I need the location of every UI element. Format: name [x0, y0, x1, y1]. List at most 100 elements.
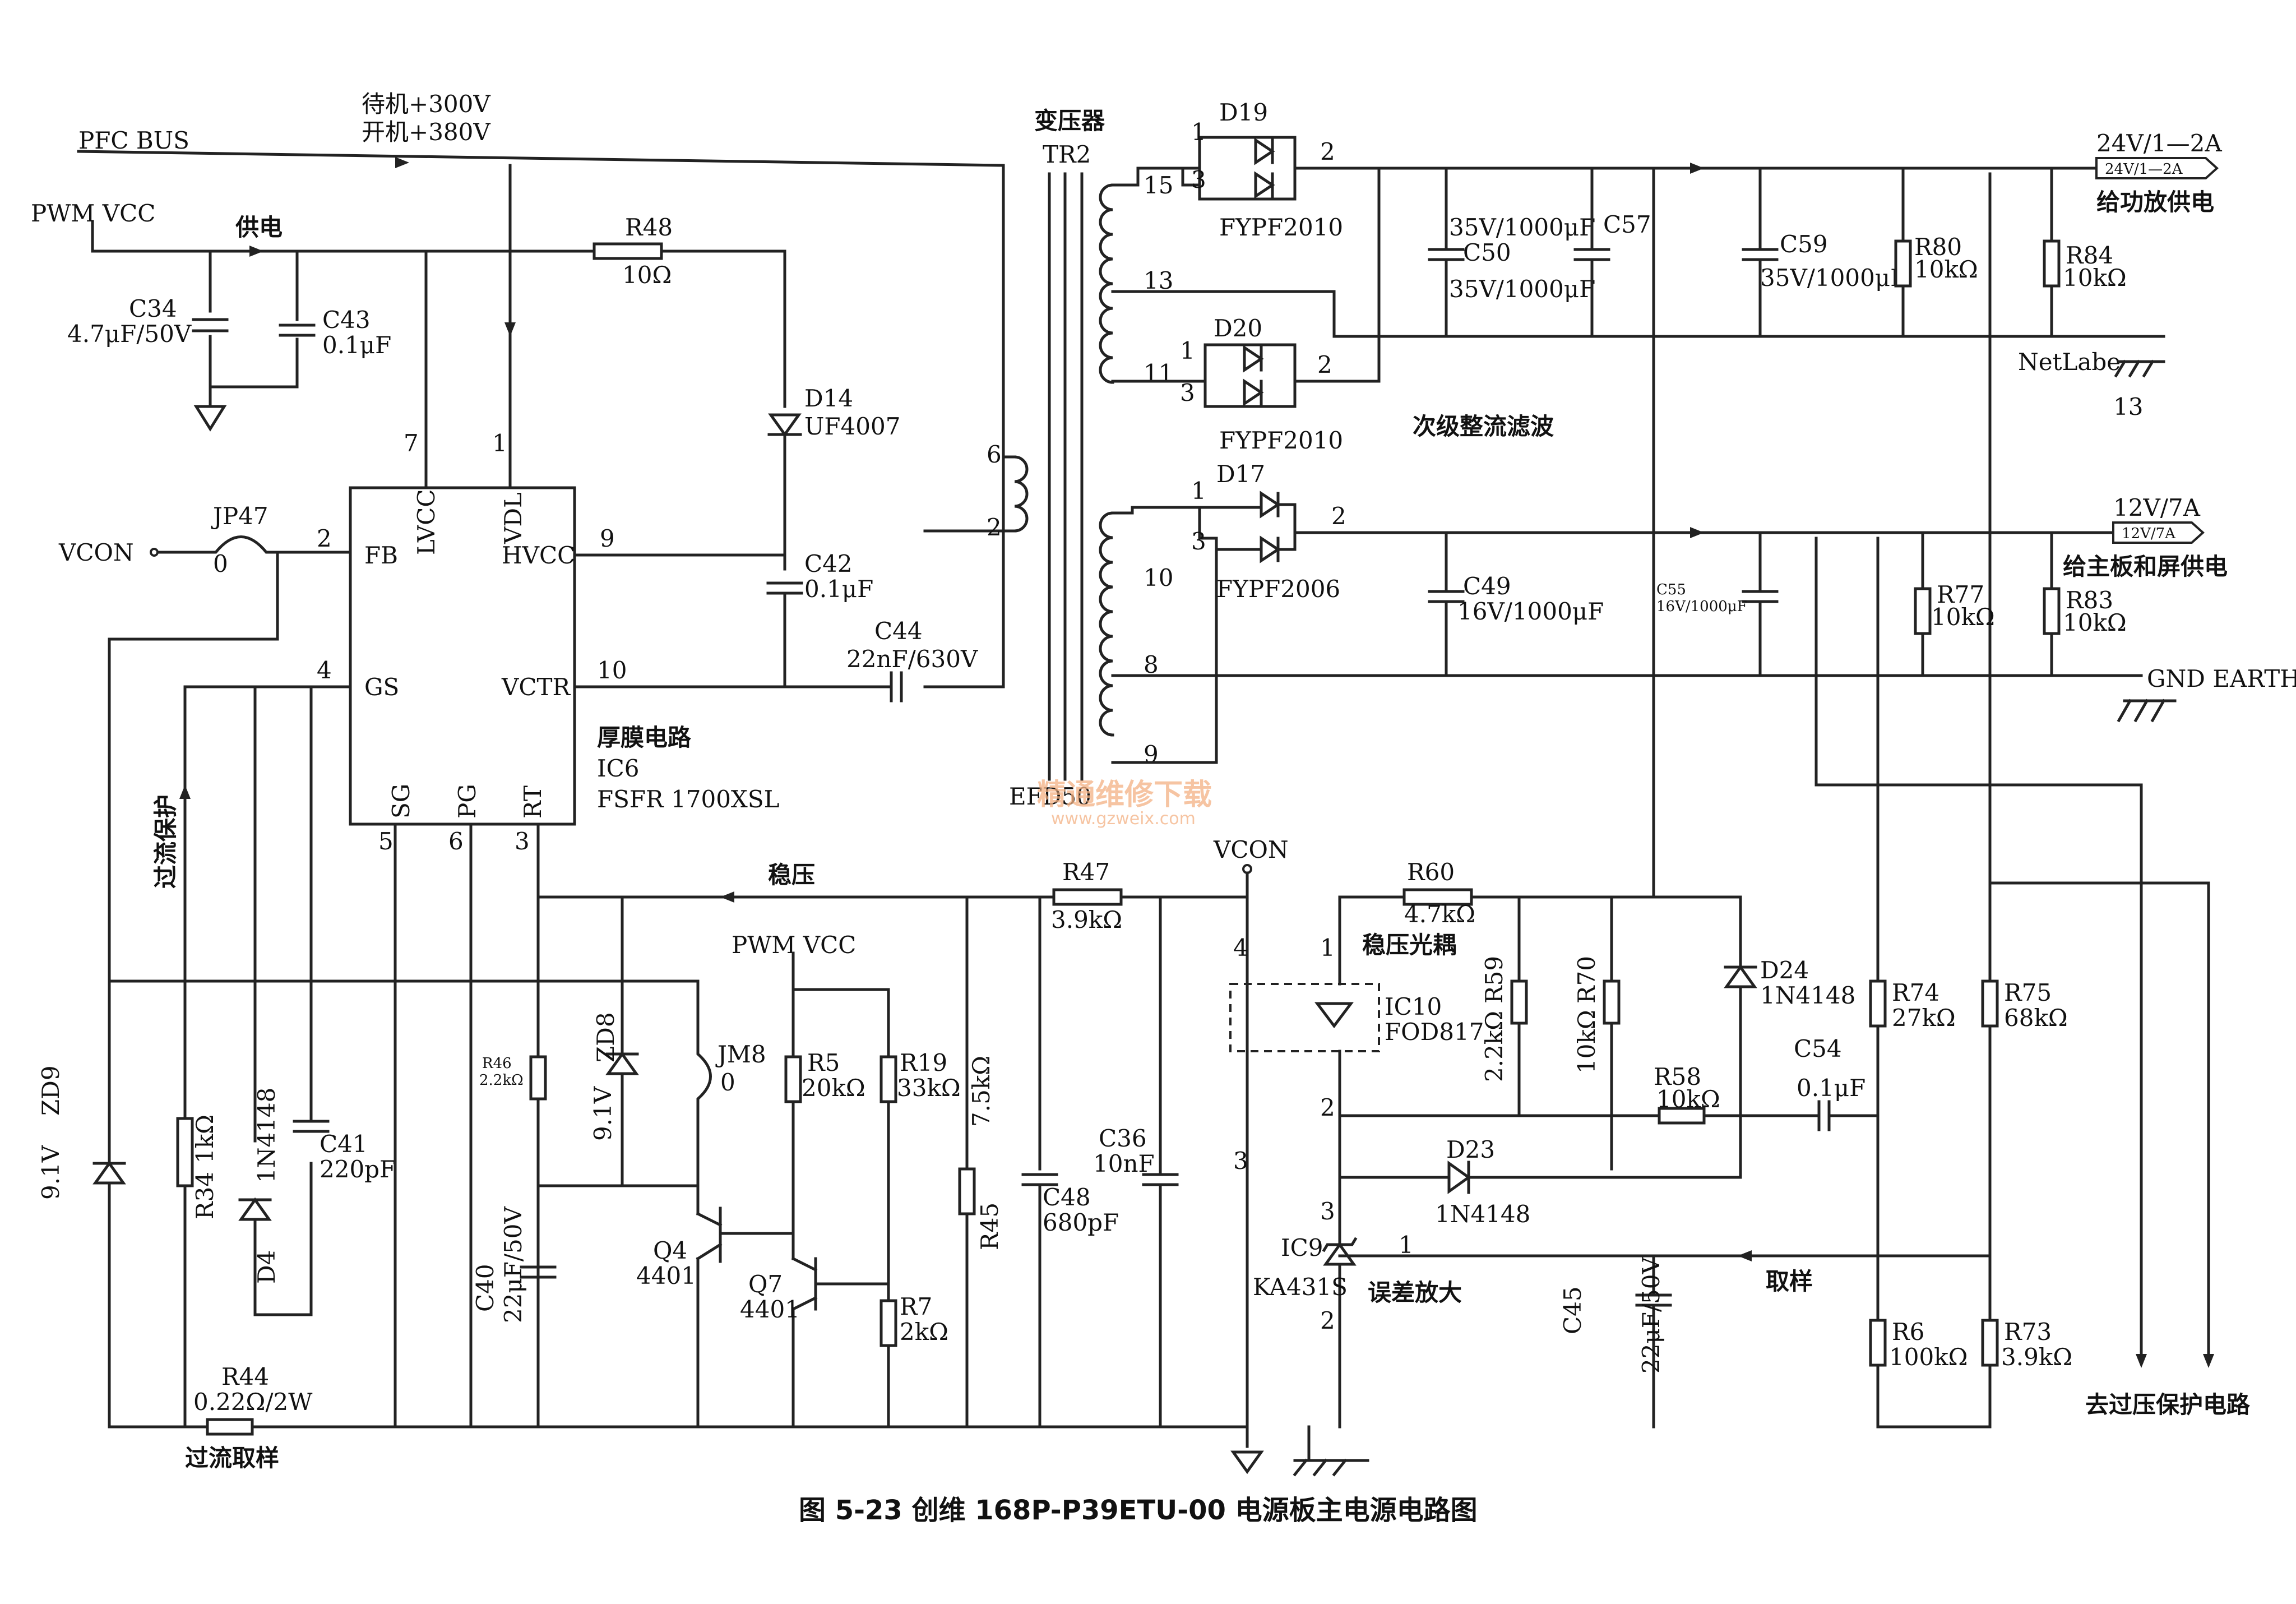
standby-voltage-label: 待机+300V	[362, 90, 490, 118]
d4-diode	[238, 1162, 313, 1316]
c49-ref: C49	[1463, 572, 1511, 600]
ic9-pin1: 1	[1399, 1231, 1414, 1259]
c54-capacitor	[1817, 1100, 1831, 1131]
r74-resistor	[1869, 979, 1887, 1028]
ground-icon	[2114, 359, 2165, 378]
ic6-ref: IC6	[597, 755, 639, 782]
c57-ref: C57	[1603, 211, 1651, 238]
c40-capacitor	[520, 1265, 557, 1279]
ic6-pinnum-pg: 6	[448, 828, 464, 855]
jp47-ref: JP47	[211, 502, 269, 530]
d17-value: FYPF2006	[1216, 575, 1340, 603]
c54-value: 0.1μF	[1797, 1074, 1866, 1102]
out12-tag: 12V/7A	[2122, 525, 2176, 542]
pwm-vcc-wires	[91, 220, 786, 489]
supply-label: 供电	[235, 214, 283, 241]
tr2-pin2: 2	[987, 514, 1002, 541]
jm8-jumper	[696, 979, 712, 1187]
c41-ref: C41	[320, 1130, 368, 1158]
ic10-ref: IC10	[1385, 993, 1442, 1020]
r84-resistor	[2043, 239, 2061, 288]
d4-value: 1N4148	[253, 1088, 280, 1183]
d19-pin2: 2	[1320, 138, 1335, 165]
ic6-pinnum-hvcc: 9	[600, 525, 615, 552]
d24-value: 1N4148	[1760, 982, 1855, 1009]
d14-ref: D14	[804, 385, 853, 412]
gnd-earth-label: GND EARTH	[2147, 665, 2296, 692]
q4-transistor	[696, 1184, 795, 1429]
tr2-secondary-lower	[1099, 511, 1114, 737]
netlabel: NetLabe	[2018, 348, 2121, 376]
r70-resistor	[1603, 979, 1621, 1025]
zd8-value: 9.1V	[589, 1086, 617, 1141]
r77-value: 10kΩ	[1931, 603, 1995, 631]
c55-value: 16V/1000μF	[1656, 598, 1747, 615]
tr2-pin11: 11	[1144, 359, 1173, 387]
d14-diode	[767, 413, 802, 571]
out12-tag-shape	[2112, 521, 2205, 544]
r58-value: 10kΩ	[1656, 1085, 1720, 1113]
secondary-rectify-label: 次级整流滤波	[1413, 413, 1554, 440]
r75-ref: R75	[2004, 979, 2052, 1006]
c45-ref: C45	[1559, 1286, 1586, 1334]
ovp-out-label: 去过压保护电路	[2085, 1391, 2251, 1418]
ic6-pinnum-vdl: 1	[492, 429, 507, 457]
ic6-pin-hvcc: HVCC	[502, 542, 575, 569]
vcon-right-label: VCON	[1213, 836, 1289, 863]
r47-resistor	[1052, 888, 1123, 906]
jp47-jumper	[156, 535, 352, 554]
d17-ref: D17	[1216, 460, 1265, 488]
ic6-pin-sg: SG	[387, 784, 415, 819]
r60-value: 4.7kΩ	[1404, 900, 1475, 928]
c49-value: 16V/1000μF	[1457, 598, 1604, 625]
error-amp-label: 误差放大	[1368, 1279, 1462, 1306]
r84-ref: R84	[2066, 242, 2113, 269]
r73-resistor	[1981, 1319, 1999, 1367]
c44-capacitor	[890, 671, 903, 702]
transformer-core: EFD50	[1009, 783, 1091, 810]
r80-ref: R80	[1914, 233, 1962, 261]
c41-value: 220pF	[320, 1155, 396, 1183]
d20-ref: D20	[1214, 315, 1262, 342]
ic6-pin-lvcc: LVCC	[413, 489, 440, 555]
r6-ref: R6	[1892, 1318, 1924, 1346]
sample-label: 取样	[1766, 1268, 1813, 1295]
ground-icon	[1293, 1458, 1369, 1477]
ic6-pin-pg: PG	[453, 784, 481, 819]
ic10-led-icon	[1314, 1002, 1354, 1029]
out12-label: 12V/7A	[2113, 494, 2201, 521]
ic9-shunt-regulator	[1322, 1237, 1992, 1266]
out24-tag-shape	[2095, 157, 2219, 179]
d20-value: FYPF2010	[1219, 427, 1343, 454]
r70-ref: R70	[1573, 956, 1600, 1004]
jm8-ref: JM8	[715, 1041, 766, 1068]
c43-value: 0.1μF	[322, 331, 391, 359]
r7-value: 2kΩ	[900, 1318, 948, 1346]
r19-resistor	[879, 1055, 897, 1103]
ic6-pin-fb: FB	[364, 542, 398, 569]
r34-value: 1kΩ	[191, 1115, 219, 1163]
pfc-bus-label: PFC BUS	[78, 127, 189, 154]
ic6-desc: 厚膜电路	[597, 724, 692, 751]
tr2-primary-winding	[1013, 455, 1029, 533]
r7-resistor	[879, 1299, 897, 1347]
r83-ref: R83	[2066, 586, 2113, 614]
r5-value: 20kΩ	[802, 1074, 865, 1102]
r70-value: 10kΩ	[1573, 1010, 1600, 1074]
c34-ref: C34	[129, 295, 177, 322]
c43-capacitor	[279, 323, 316, 337]
r74-value: 27kΩ	[1892, 1004, 1956, 1032]
c43-ref: C43	[322, 306, 371, 334]
c36-value: 10nF	[1093, 1150, 1155, 1177]
r45-resistor	[958, 1167, 976, 1215]
r19-ref: R19	[900, 1049, 947, 1076]
r45-ref: R45	[976, 1203, 1003, 1250]
r44-resistor	[206, 1418, 254, 1436]
r75-resistor	[1981, 979, 1999, 1028]
ic6-pin-rt: RT	[519, 785, 547, 819]
c59-ref: C59	[1780, 230, 1828, 258]
ic10-pin2: 2	[1320, 1094, 1335, 1121]
pfc-bus-wires	[77, 150, 1005, 688]
tr2-secondary-upper	[1099, 183, 1114, 384]
